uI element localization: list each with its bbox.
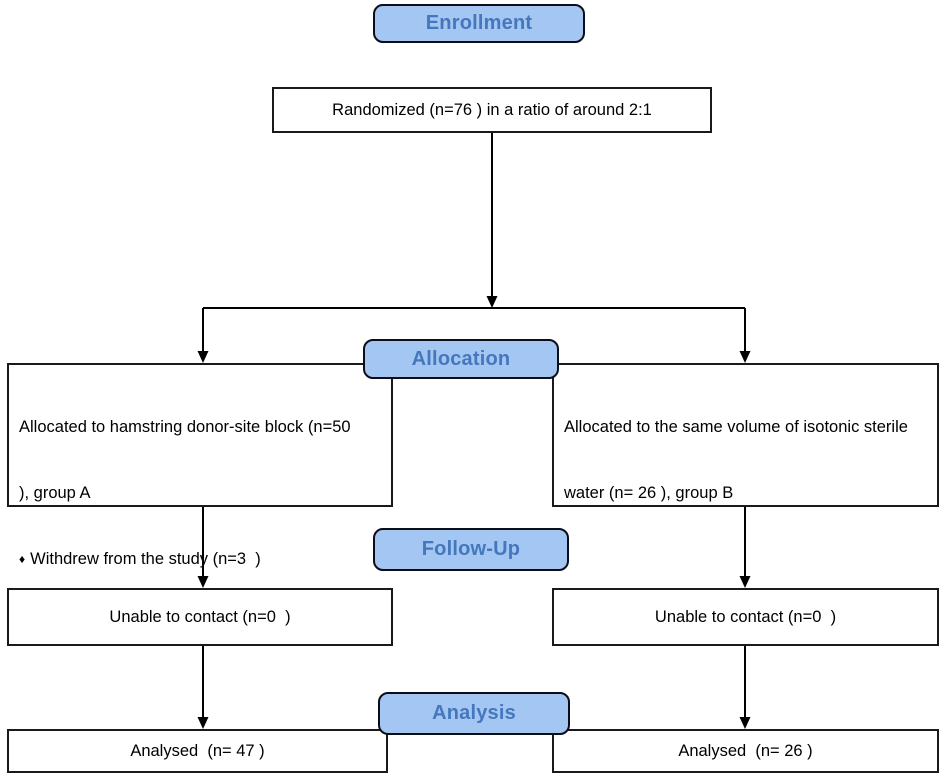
group-b-allocation-box: Allocated to the same volume of isotonic… (552, 363, 939, 507)
group-a-allocation-line2: ), group A (19, 484, 91, 502)
group-a-withdrew-text: Withdrew from the study (n=3 ) (30, 550, 261, 568)
stage-label-enrollment: Enrollment (373, 4, 585, 43)
group-b-analysed-text: Analysed (n= 26 ) (678, 741, 813, 760)
group-a-analysed-text: Analysed (n= 47 ) (130, 741, 265, 760)
group-a-allocation-line1: Allocated to hamstring donor-site block … (19, 418, 351, 436)
stage-label-enrollment-text: Enrollment (425, 12, 533, 34)
group-b-followup-text: Unable to contact (n=0 ) (654, 607, 837, 626)
group-a-followup-box: Unable to contact (n=0 ) (7, 588, 393, 646)
group-b-analysed-box: Analysed (n= 26 ) (552, 729, 939, 773)
stage-label-allocation: Allocation (363, 339, 559, 379)
group-b-allocation-line2: water (n= 26 ), group B (564, 484, 734, 502)
arrowhead-randomized-to-split (486, 296, 498, 308)
diamond-bullet-icon: ♦ (19, 552, 26, 566)
stage-label-allocation-text: Allocation (411, 347, 511, 370)
arrowhead-to-group-a-analysis (197, 717, 209, 729)
stage-label-followup: Follow-Up (373, 528, 569, 571)
stage-label-analysis: Analysis (378, 692, 570, 735)
group-a-analysed-box: Analysed (n= 47 ) (7, 729, 388, 773)
randomized-text: Randomized (n=76 ) in a ratio of around … (332, 100, 652, 119)
randomized-box: Randomized (n=76 ) in a ratio of around … (272, 87, 712, 133)
arrowhead-to-group-b-allocation (739, 351, 751, 363)
stage-label-analysis-text: Analysis (432, 702, 516, 724)
group-b-allocation-line1: Allocated to the same volume of isotonic… (564, 418, 908, 436)
arrowhead-to-group-b-analysis (739, 717, 751, 729)
arrowhead-to-group-a-followup (197, 576, 209, 588)
arrowhead-to-group-a-allocation (197, 351, 209, 363)
group-a-followup-text: Unable to contact (n=0 ) (109, 607, 291, 626)
stage-label-followup-text: Follow-Up (421, 538, 521, 560)
group-b-followup-box: Unable to contact (n=0 ) (552, 588, 939, 646)
group-a-allocation-box: Allocated to hamstring donor-site block … (7, 363, 393, 568)
group-a-withdrew-line: ♦ Withdrew from the study (n=3 ) (19, 548, 381, 571)
arrowhead-to-group-b-followup (739, 576, 751, 588)
